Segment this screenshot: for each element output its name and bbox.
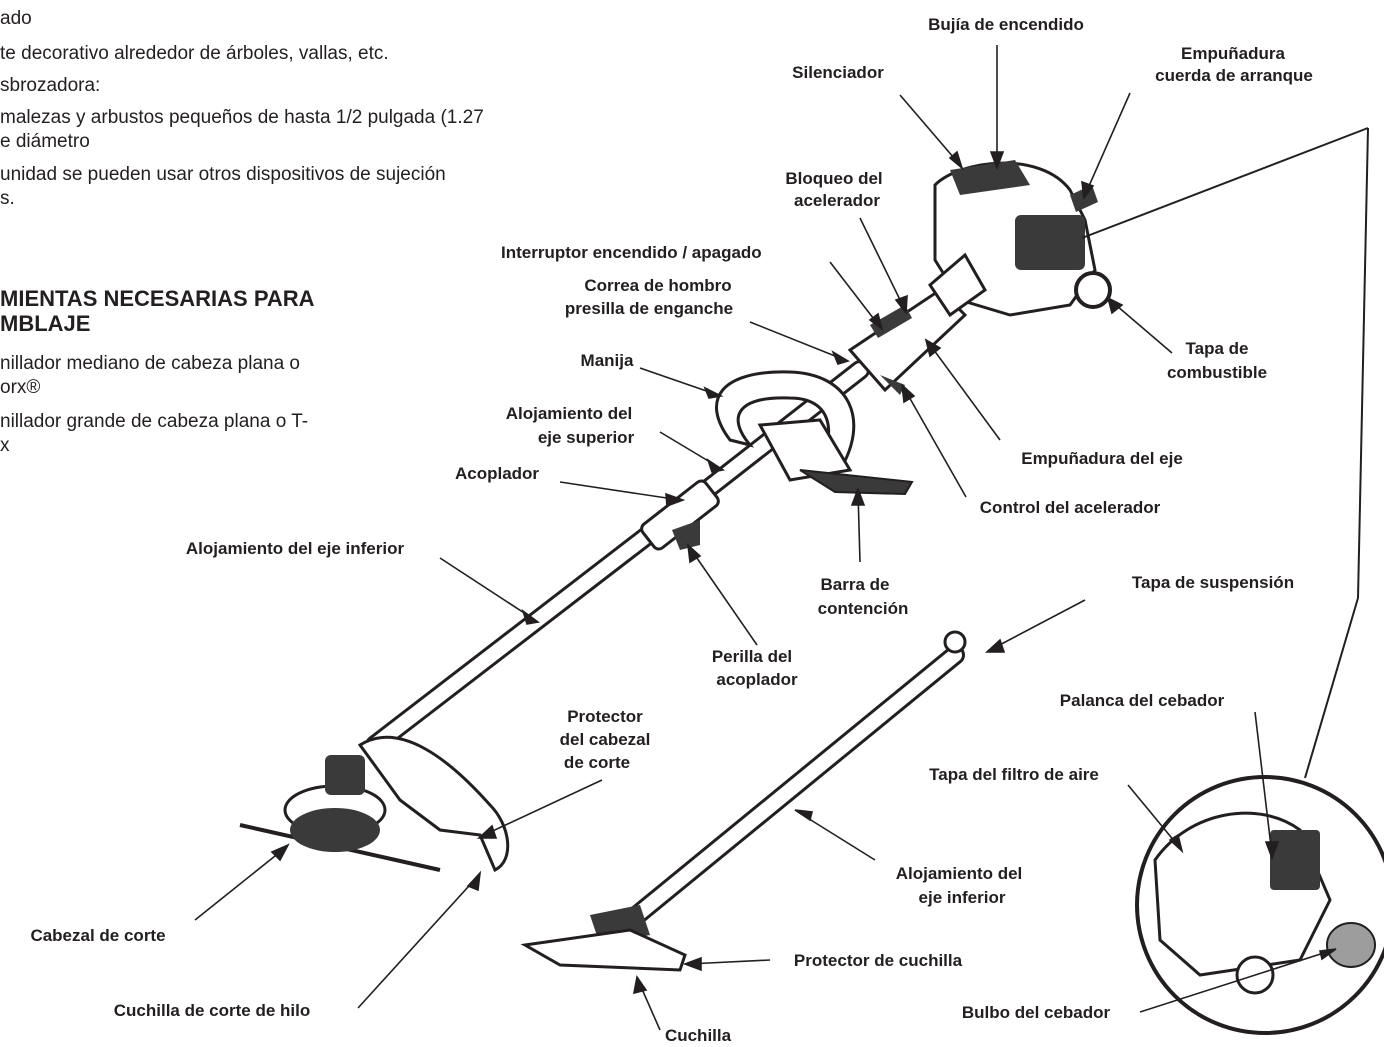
label-on-off-switch: Interruptor encendido / apagado <box>501 243 762 262</box>
detail-zoom-drawing <box>1081 127 1384 1035</box>
barrier-bar-drawing <box>799 469 914 496</box>
coupler-drawing <box>640 479 720 551</box>
label-lower-shaft-housing: Alojamiento del eje inferior <box>185 539 405 558</box>
label-starter-handle: Empuñadura <box>1181 44 1285 63</box>
label-strap-clip: Correa de hombro <box>584 276 732 295</box>
tools-item: orx® <box>0 377 41 398</box>
label-cutting-head: Cabezal de corte <box>30 926 166 945</box>
blade-attachment-drawing <box>520 630 967 972</box>
label-hang-cap: Tapa de suspensión <box>1131 573 1295 592</box>
label-cutting-head-guard: del cabezal <box>559 730 651 749</box>
tools-heading: MIENTAS NECESARIAS PARA <box>0 286 315 311</box>
label-cutting-head-guard: Protector <box>567 707 643 726</box>
label-coupler-knob: Perilla del <box>711 647 793 666</box>
label-upper-shaft-housing: eje superior <box>537 428 635 447</box>
label-cutting-head-guard: de corte <box>563 753 631 772</box>
manual-text-line: malezas y arbustos pequeños de hasta 1/2… <box>0 107 484 128</box>
primer-bulb-drawing <box>1326 922 1376 968</box>
blade-guard-drawing <box>520 928 687 972</box>
label-throttle-control: Control del acelerador <box>979 498 1161 517</box>
tools-item: nillador mediano de cabeza plana o <box>0 353 300 374</box>
fuel-cap-drawing <box>1074 271 1112 309</box>
label-throttle-lock: acelerador <box>794 191 880 210</box>
manual-text-line: ado <box>0 8 32 29</box>
throttle-handle-drawing <box>847 288 968 395</box>
label-blade: Cuchilla <box>664 1026 732 1045</box>
manual-text-line: te decorativo alrededor de árboles, vall… <box>0 43 389 64</box>
label-handle: Manija <box>580 351 634 370</box>
label-air-filter-cover: Tapa del filtro de aire <box>929 765 1099 784</box>
engine-drawing <box>928 160 1112 318</box>
hang-cap-drawing <box>943 630 967 654</box>
label-muffler: Silenciador <box>792 63 884 82</box>
label-upper-shaft-housing: Alojamiento del <box>505 404 633 423</box>
manual-text-line: e diámetro <box>0 131 90 152</box>
label-strap-clip: presilla de enganche <box>564 299 734 318</box>
label-coupler: Acoplador <box>454 464 540 483</box>
label-fuel-cap: combustible <box>1166 363 1268 382</box>
trimmer-head-drawing <box>239 735 510 873</box>
tools-item: x <box>0 435 10 456</box>
label-shaft-grip: Empuñadura del eje <box>1021 449 1183 468</box>
d-handle-drawing <box>715 370 914 496</box>
label-barrier-bar: contención <box>817 599 909 618</box>
manual-text-line: s. <box>0 188 15 209</box>
manual-text-line: unidad se pueden usar otros dispositivos… <box>0 164 446 185</box>
manual-text-line: sbrozadora: <box>0 75 101 96</box>
label-barrier-bar: Barra de <box>820 575 890 594</box>
leader-lines <box>194 45 1337 1031</box>
label-lower-shaft-housing-2: Alojamiento del <box>895 864 1023 883</box>
label-throttle-lock: Bloqueo del <box>785 169 883 188</box>
label-primer-bulb: Bulbo del cebador <box>961 1003 1111 1022</box>
label-fuel-cap: Tapa de <box>1185 339 1249 358</box>
label-lower-shaft-housing-2: eje inferior <box>918 888 1006 907</box>
label-coupler-knob: acoplador <box>716 670 798 689</box>
tools-heading: MBLAJE <box>0 311 91 336</box>
tools-item: nillador grande de cabeza plana o T- <box>0 411 309 432</box>
label-choke-lever: Palanca del cebador <box>1059 691 1225 710</box>
label-spark-plug: Bujía de encendido <box>928 15 1084 34</box>
label-starter-handle: cuerda de arranque <box>1155 66 1313 85</box>
label-blade-guard: Protector de cuchilla <box>793 951 963 970</box>
label-line-cutter-blade: Cuchilla de corte de hilo <box>113 1001 311 1020</box>
